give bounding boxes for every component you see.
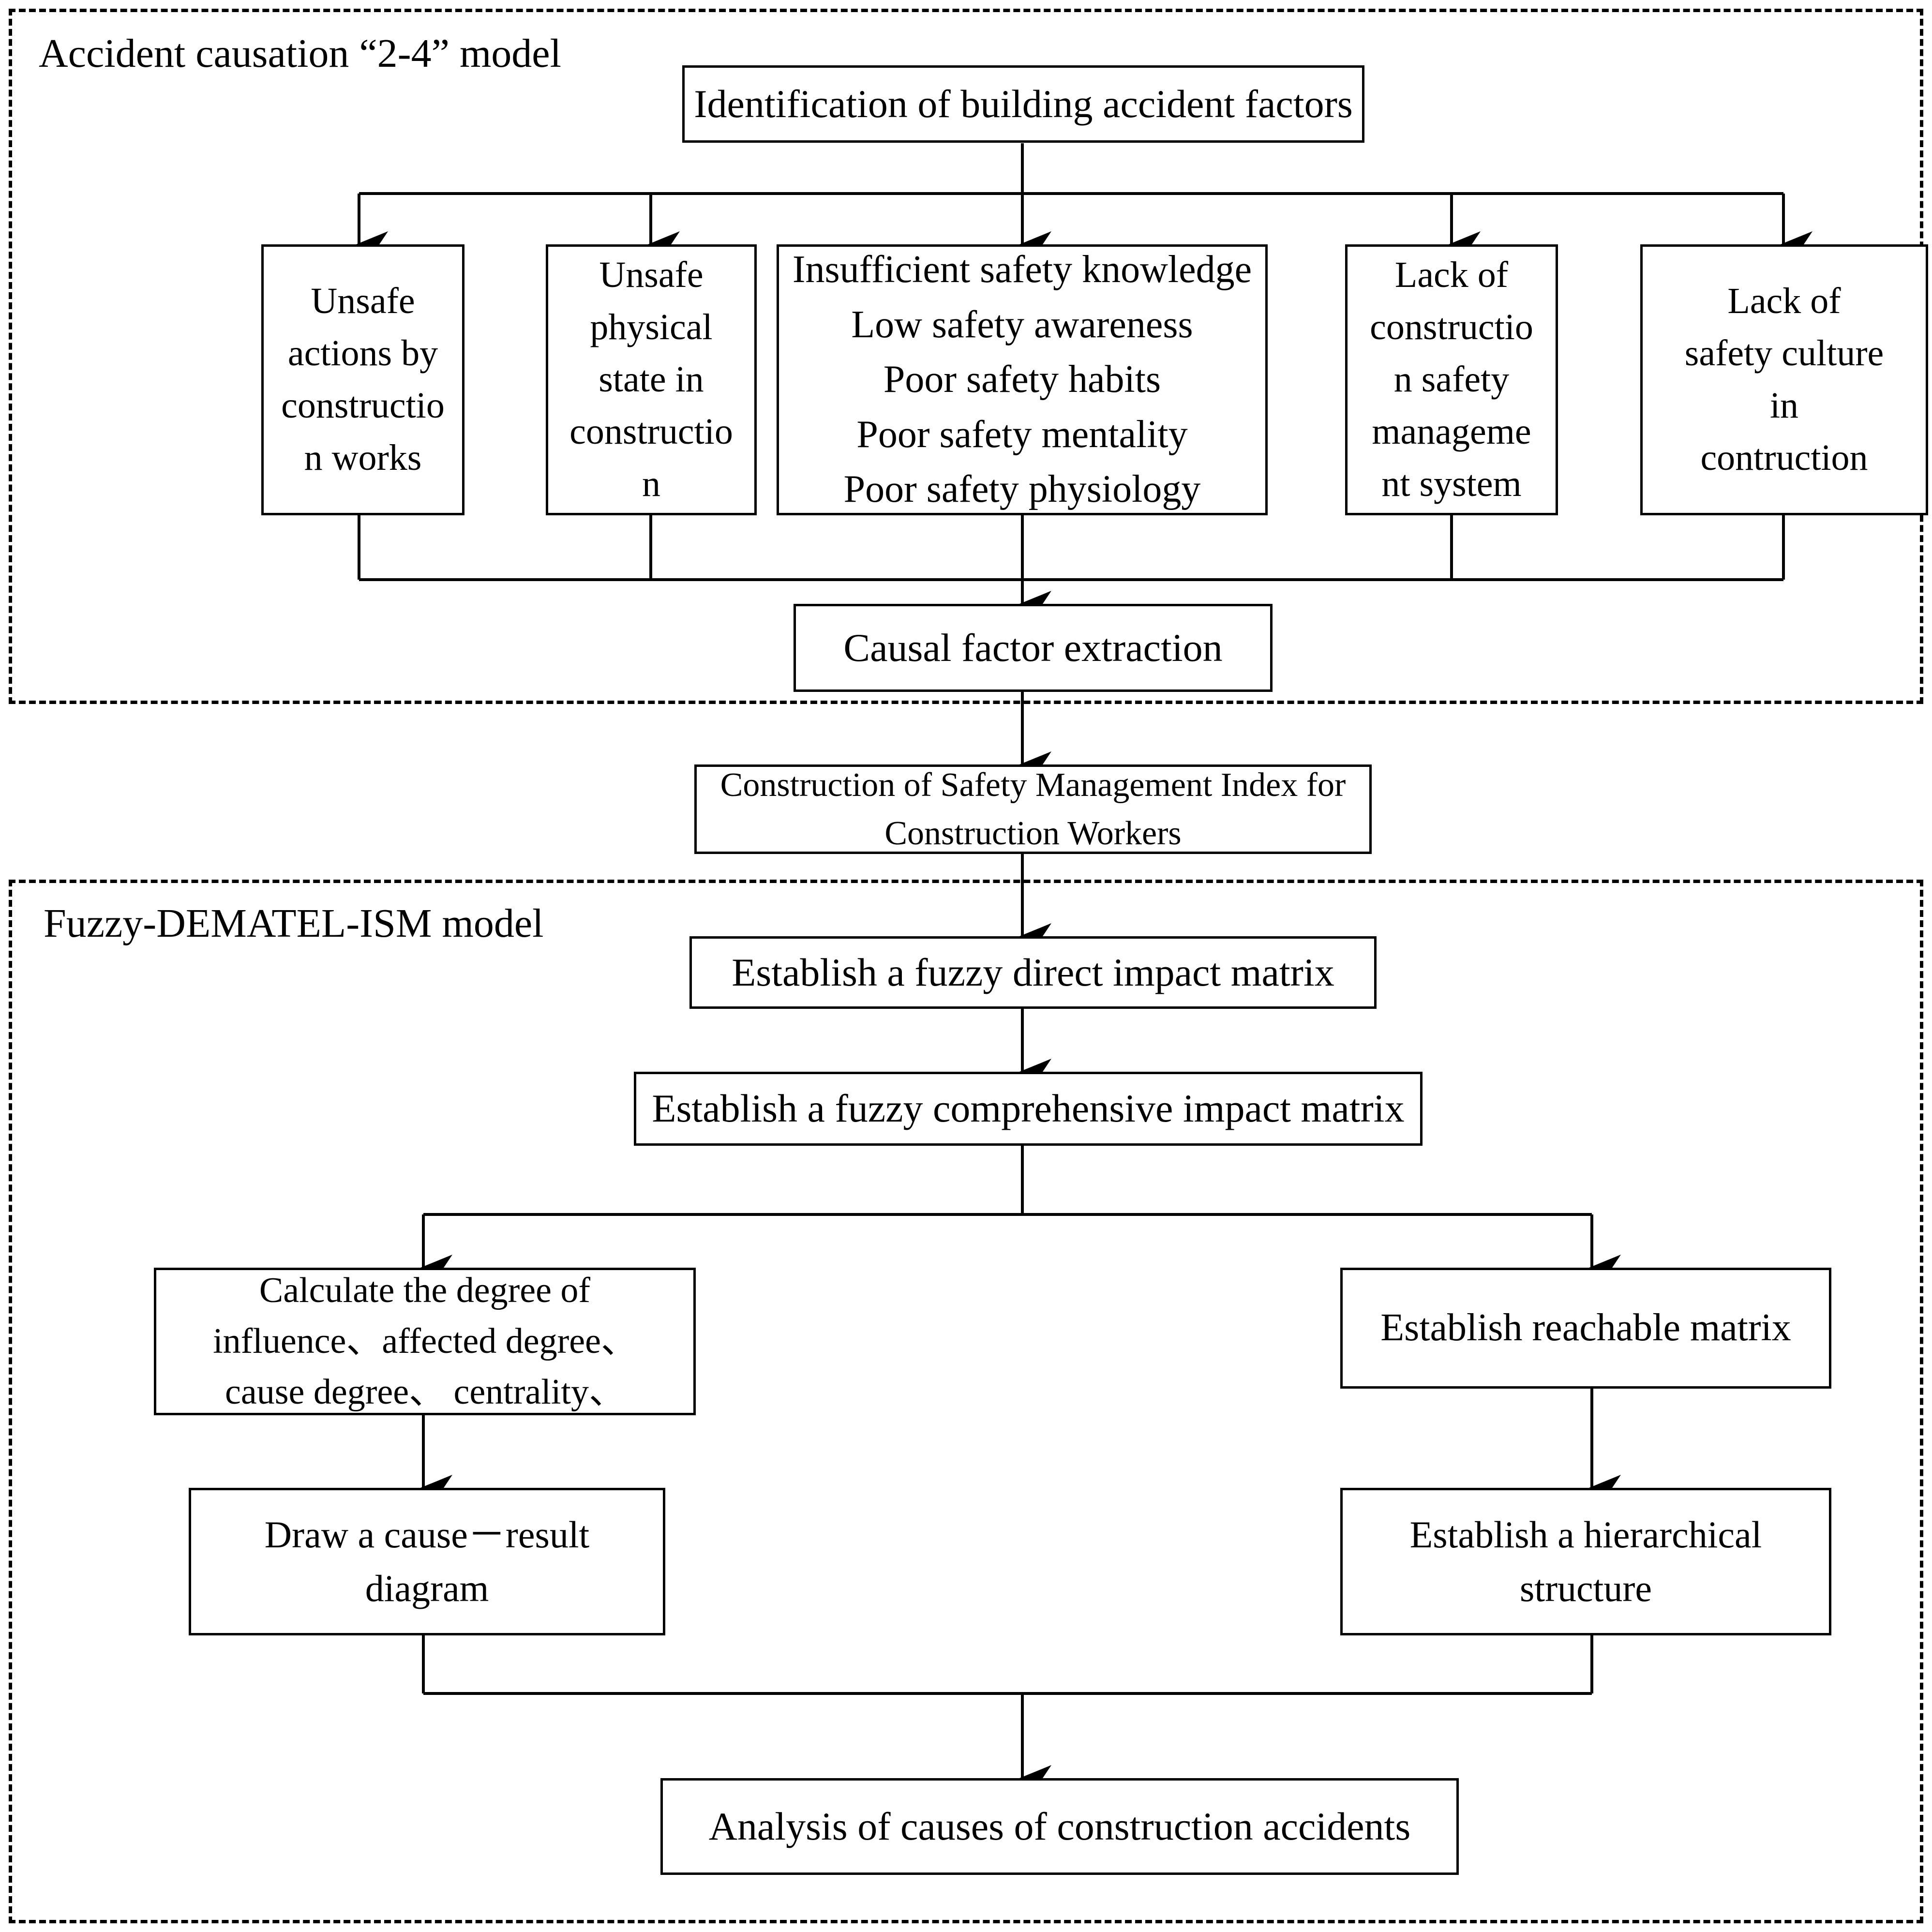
node-label: Calculate the degree of influence、affect… [213, 1270, 637, 1412]
node-unsafe-physical-state-in-construction[interactable]: Unsafe physical state in constructio n [546, 244, 757, 515]
node-label: Construction of Safety Management Index … [720, 766, 1346, 852]
node-establish-hierarchical-structure[interactable]: Establish a hierarchical structure [1340, 1488, 1831, 1635]
node-label: Establish a fuzzy comprehensive impact m… [652, 1086, 1405, 1131]
node-label: Unsafe actions by constructio n works [281, 281, 445, 478]
node-construction-of-safety-management-index[interactable]: Construction of Safety Management Index … [694, 764, 1372, 854]
node-establish-fuzzy-direct-impact-matrix[interactable]: Establish a fuzzy direct impact matrix [689, 936, 1377, 1009]
node-establish-fuzzy-comprehensive-impact-matrix[interactable]: Establish a fuzzy comprehensive impact m… [634, 1072, 1423, 1146]
node-label: Analysis of causes of construction accid… [708, 1804, 1411, 1848]
node-label: Identification of building accident fact… [694, 81, 1353, 126]
node-label: Establish a hierarchical structure [1409, 1513, 1762, 1609]
node-label: Causal factor extraction [843, 625, 1223, 670]
node-draw-cause-result-diagram[interactable]: Draw a cause－result diagram [189, 1488, 665, 1635]
node-calculate-degree-of-influence[interactable]: Calculate the degree of influence、affect… [154, 1268, 696, 1415]
node-label: Establish a fuzzy direct impact matrix [732, 950, 1334, 994]
node-lack-of-safety-culture-in-contruction[interactable]: Lack of safety culture in contruction [1640, 244, 1928, 515]
node-lack-of-construction-safety-management-system[interactable]: Lack of constructio n safety manageme nt… [1345, 244, 1558, 515]
node-label: Draw a cause－result diagram [264, 1513, 590, 1609]
node-establish-reachable-matrix[interactable]: Establish reachable matrix [1340, 1268, 1831, 1389]
node-label: Unsafe physical state in constructio n [569, 255, 733, 504]
node-causal-factor-extraction[interactable]: Causal factor extraction [794, 604, 1273, 692]
node-insufficient-safety-knowledge[interactable]: Insufficient safety knowledge Low safety… [777, 244, 1268, 515]
node-analysis-of-causes-of-construction-accidents[interactable]: Analysis of causes of construction accid… [660, 1778, 1459, 1875]
node-unsafe-actions-by-construction-works[interactable]: Unsafe actions by constructio n works [261, 244, 464, 515]
section-label-accident-causation: Accident causation “2-4” model [39, 31, 561, 76]
node-label: Insufficient safety knowledge Low safety… [792, 248, 1252, 511]
node-label: Lack of constructio n safety manageme nt… [1370, 255, 1533, 504]
section-label-fuzzy-dematel-ism: Fuzzy-DEMATEL-ISM model [44, 901, 544, 946]
node-label: Establish reachable matrix [1380, 1306, 1791, 1349]
node-label: Lack of safety culture in contruction [1684, 281, 1884, 478]
node-identification-of-building-accident-factors[interactable]: Identification of building accident fact… [682, 65, 1364, 143]
